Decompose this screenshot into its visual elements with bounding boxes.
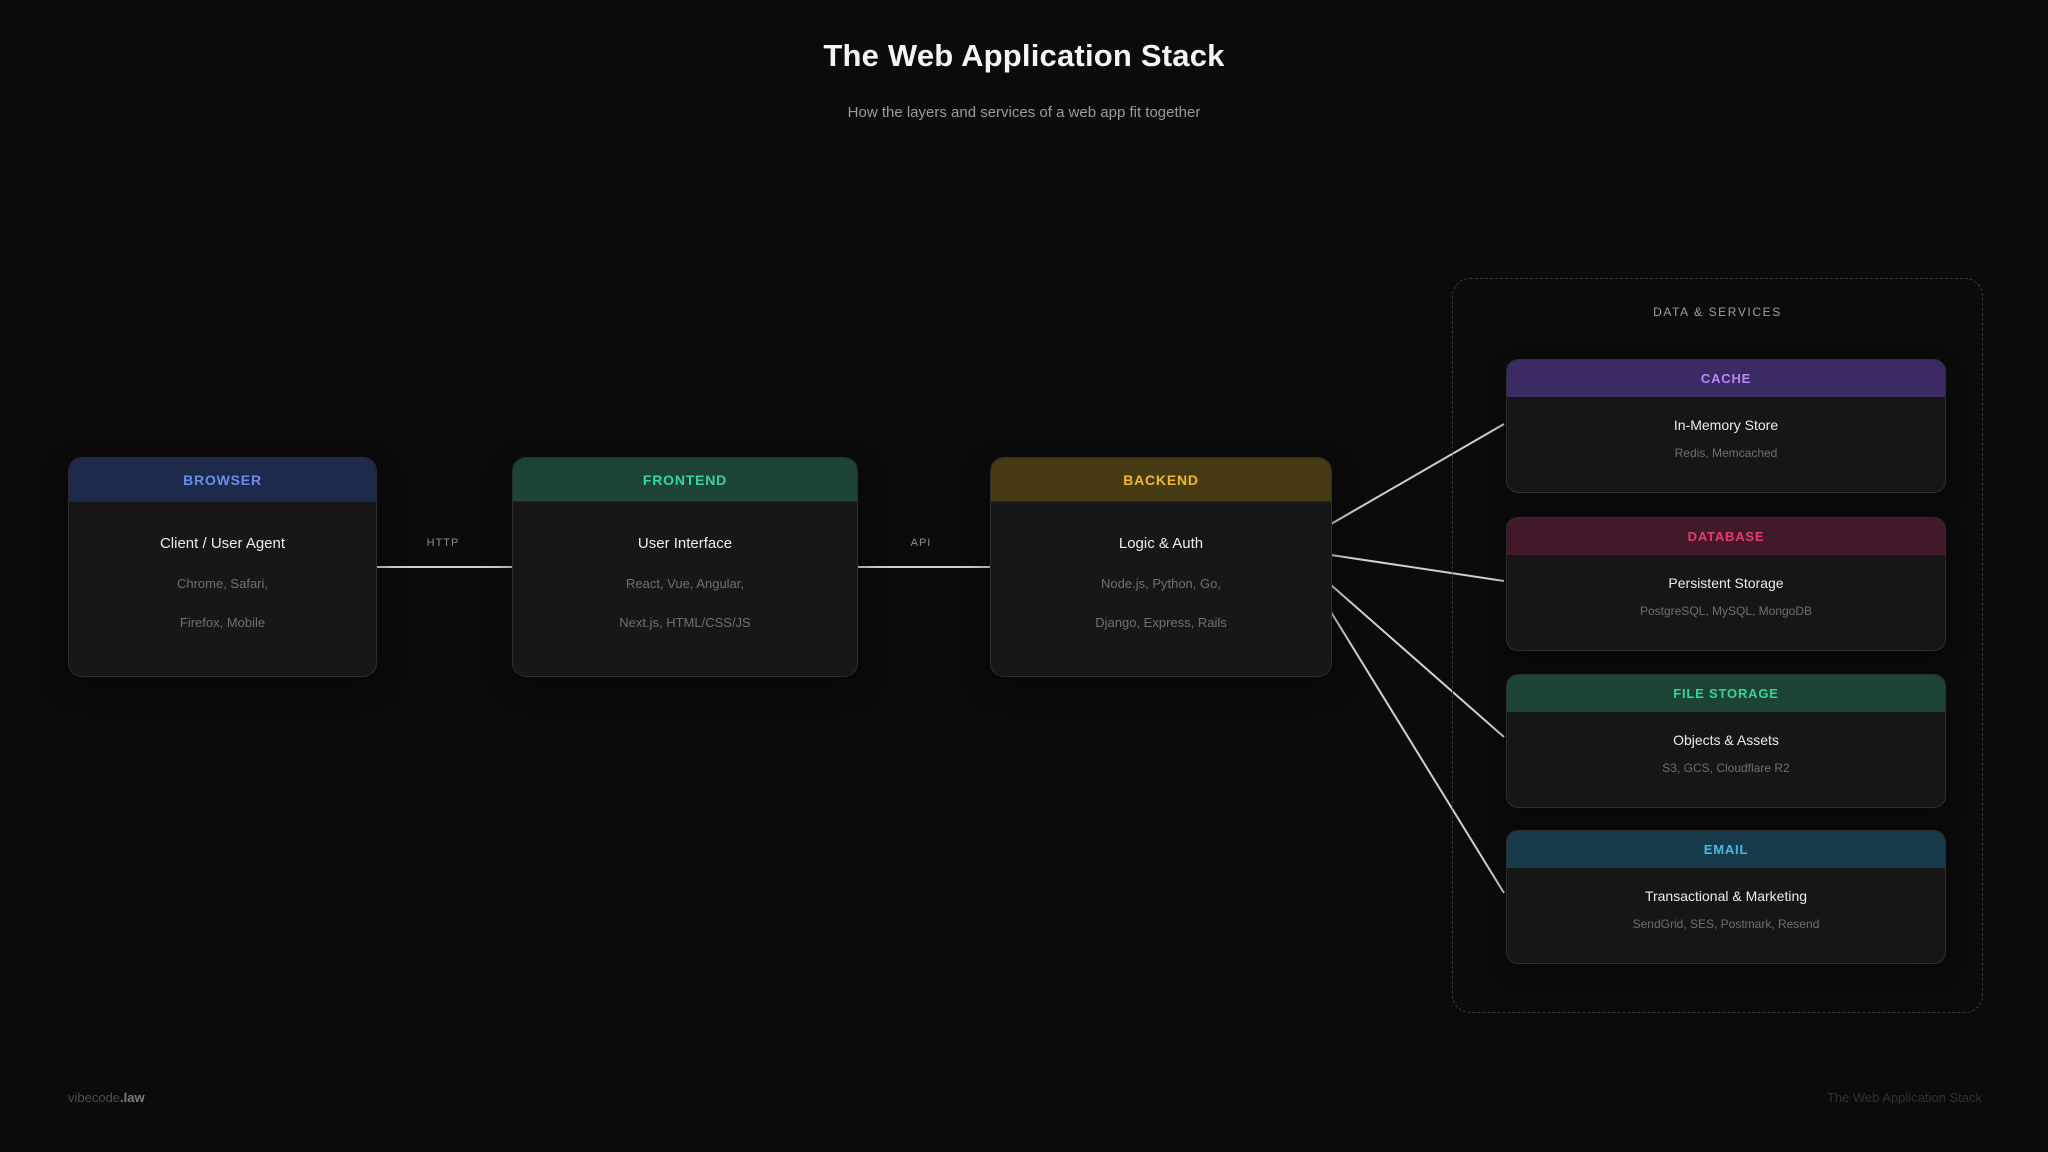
card-email-header: EMAIL bbox=[1507, 831, 1945, 868]
card-database[interactable]: DATABASE Persistent Storage PostgreSQL, … bbox=[1506, 517, 1946, 651]
node-backend-sub2: Django, Express, Rails bbox=[1095, 615, 1227, 630]
card-file-storage-sub: S3, GCS, Cloudflare R2 bbox=[1662, 761, 1790, 775]
node-backend-header: BACKEND bbox=[991, 458, 1331, 502]
card-database-sub: PostgreSQL, MySQL, MongoDB bbox=[1639, 604, 1813, 618]
card-cache-header: CACHE bbox=[1507, 360, 1945, 397]
card-cache-body: In-Memory Store Redis, Memcached bbox=[1507, 397, 1945, 460]
node-frontend-body: User Interface React, Vue, Angular, Next… bbox=[513, 502, 857, 629]
node-browser-sub1: Chrome, Safari, bbox=[176, 576, 269, 591]
brand-suffix: .law bbox=[120, 1090, 145, 1105]
card-cache[interactable]: CACHE In-Memory Store Redis, Memcached bbox=[1506, 359, 1946, 493]
card-email-label: EMAIL bbox=[1703, 842, 1749, 857]
card-file-storage-label: FILE STORAGE bbox=[1673, 686, 1779, 701]
wire-backend-email bbox=[1330, 611, 1505, 894]
wire-backend-storage bbox=[1330, 584, 1505, 738]
node-browser-title: Client / User Agent bbox=[159, 535, 286, 552]
card-file-storage-header: FILE STORAGE bbox=[1507, 675, 1945, 712]
wire-backend-database bbox=[1330, 554, 1505, 582]
node-browser[interactable]: BROWSER Client / User Agent Chrome, Safa… bbox=[68, 457, 377, 677]
footer-title: The Web Application Stack bbox=[1826, 1090, 1982, 1105]
node-backend-body: Logic & Auth Node.js, Python, Go, Django… bbox=[991, 502, 1331, 629]
node-frontend-label: FRONTEND bbox=[642, 471, 728, 488]
node-backend-title: Logic & Auth bbox=[1118, 535, 1204, 552]
card-email-title: Transactional & Marketing bbox=[1644, 888, 1808, 904]
card-email-body: Transactional & Marketing SendGrid, SES,… bbox=[1507, 868, 1945, 931]
node-browser-body: Client / User Agent Chrome, Safari, Fire… bbox=[69, 502, 376, 629]
brand-prefix: vibecode bbox=[68, 1090, 121, 1105]
card-file-storage-title: Objects & Assets bbox=[1673, 732, 1779, 748]
card-file-storage-body: Objects & Assets S3, GCS, Cloudflare R2 bbox=[1507, 712, 1945, 775]
node-backend-sub1: Node.js, Python, Go, bbox=[1101, 576, 1221, 591]
node-browser-sub2: Firefox, Mobile bbox=[179, 615, 266, 630]
node-backend[interactable]: BACKEND Logic & Auth Node.js, Python, Go… bbox=[990, 457, 1332, 677]
card-file-storage[interactable]: FILE STORAGE Objects & Assets S3, GCS, C… bbox=[1506, 674, 1946, 808]
page-subtitle: How the layers and services of a web app… bbox=[847, 104, 1201, 121]
data-services-label: DATA & SERVICES bbox=[1653, 305, 1782, 319]
node-frontend-sub1: React, Vue, Angular, bbox=[625, 576, 745, 591]
node-backend-label: BACKEND bbox=[1123, 471, 1199, 488]
node-frontend-title: User Interface bbox=[637, 535, 733, 552]
wire-backend-cache bbox=[1330, 423, 1505, 525]
wire-label-api: API bbox=[910, 537, 932, 549]
card-cache-sub: Redis, Memcached bbox=[1674, 446, 1778, 460]
card-email[interactable]: EMAIL Transactional & Marketing SendGrid… bbox=[1506, 830, 1946, 964]
card-cache-title: In-Memory Store bbox=[1673, 417, 1779, 433]
node-frontend-header: FRONTEND bbox=[513, 458, 857, 502]
node-browser-header: BROWSER bbox=[69, 458, 376, 502]
card-cache-label: CACHE bbox=[1700, 371, 1752, 386]
node-browser-label: BROWSER bbox=[183, 471, 262, 488]
card-database-label: DATABASE bbox=[1687, 529, 1765, 544]
wire-label-http: HTTP bbox=[426, 537, 460, 549]
brand-watermark: vibecode.law bbox=[68, 1090, 145, 1105]
node-frontend[interactable]: FRONTEND User Interface React, Vue, Angu… bbox=[512, 457, 858, 677]
node-frontend-sub2: Next.js, HTML/CSS/JS bbox=[619, 615, 751, 630]
card-database-header: DATABASE bbox=[1507, 518, 1945, 555]
card-email-sub: SendGrid, SES, Postmark, Resend bbox=[1632, 917, 1820, 931]
card-database-body: Persistent Storage PostgreSQL, MySQL, Mo… bbox=[1507, 555, 1945, 618]
data-services-panel: DATA & SERVICES CACHE In-Memory Store Re… bbox=[1452, 278, 1983, 1013]
page-title: The Web Application Stack bbox=[823, 38, 1225, 73]
card-database-title: Persistent Storage bbox=[1668, 575, 1784, 591]
